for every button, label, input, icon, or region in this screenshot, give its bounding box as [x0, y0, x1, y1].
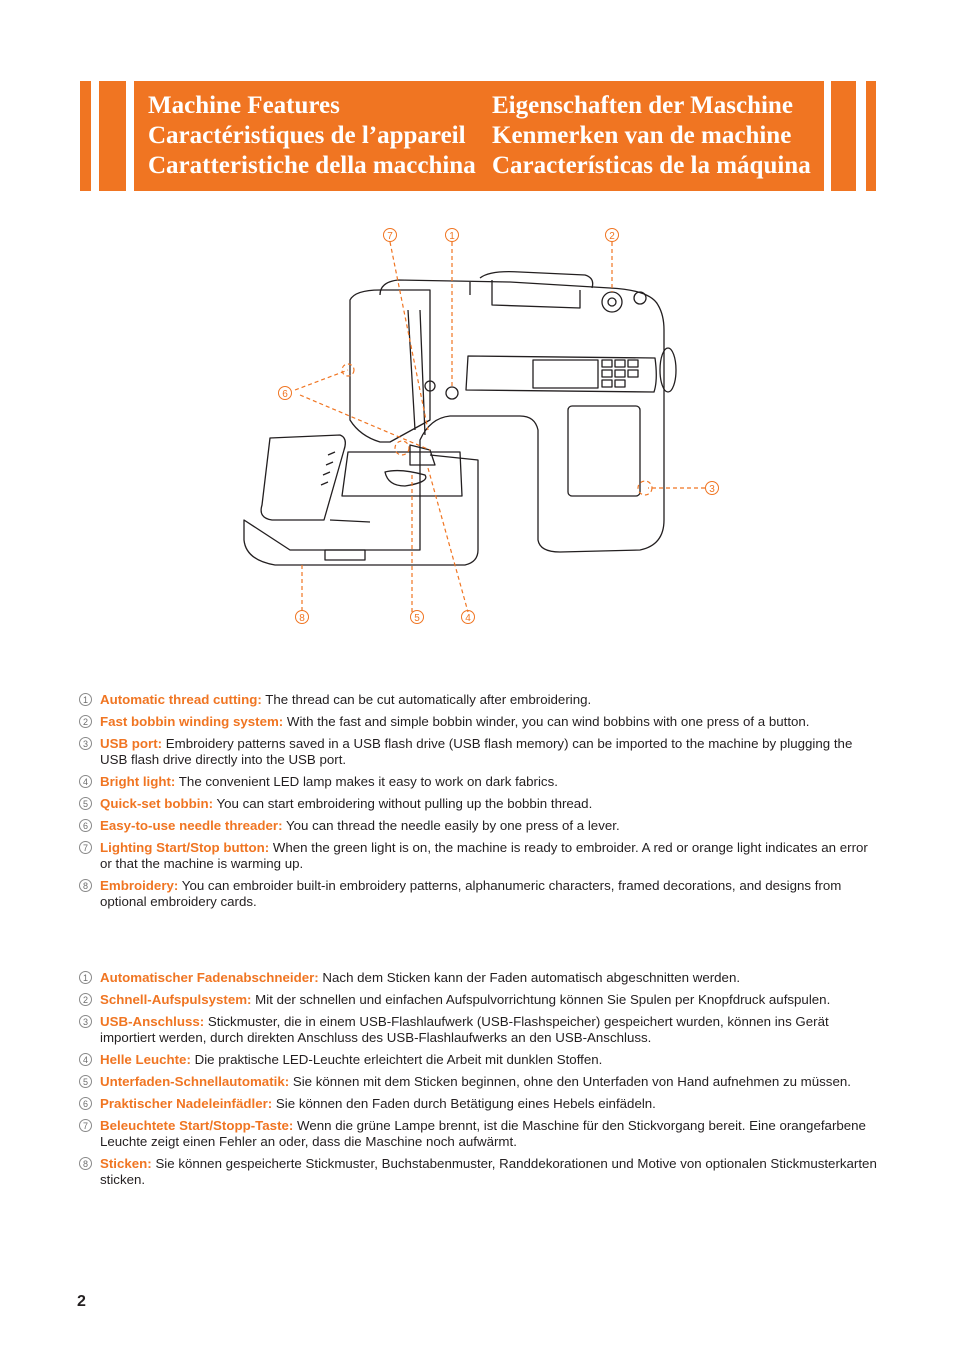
needle-bar	[407, 309, 426, 436]
embroidery-frame	[341, 451, 463, 497]
callout-5-label: 5	[414, 613, 420, 624]
lcd-screen	[532, 359, 599, 389]
callout-8: 8	[295, 610, 309, 624]
callout-2: 2	[605, 228, 619, 242]
embroidery-arm	[260, 434, 346, 521]
callout-1-label: 1	[449, 231, 455, 242]
header-bar-left-inner	[99, 81, 126, 191]
title-it: Caratteristiche della macchina	[148, 152, 476, 179]
title-column-left: Machine Features Caractéristiques de l’a…	[148, 91, 476, 181]
needle-plate	[384, 469, 427, 487]
page-number: 2	[77, 1293, 86, 1310]
callout-7-label: 7	[387, 231, 393, 242]
display-frame	[465, 355, 657, 393]
header-bar-right-outer	[866, 81, 876, 191]
machine-top-handle	[469, 270, 594, 309]
presser-foot	[409, 444, 436, 466]
bobbin-winder	[601, 291, 623, 313]
callout-2-label: 2	[609, 231, 615, 242]
side-panel	[567, 405, 641, 497]
callout-3: 3	[705, 481, 719, 495]
callout-6-label: 6	[282, 389, 288, 400]
callout-4: 4	[461, 610, 475, 624]
header-bar-right-inner	[831, 81, 856, 191]
callout-8-label: 8	[299, 613, 305, 624]
title-en: Machine Features	[148, 92, 340, 119]
title-es: Características de la máquina	[492, 152, 811, 179]
callout-5: 5	[410, 610, 424, 624]
start-stop-button	[445, 386, 459, 400]
handwheel	[659, 347, 677, 393]
title-de: Eigenschaften der Maschine	[492, 92, 793, 119]
title-nl: Kenmerken van de machine	[492, 122, 792, 149]
machine-body	[243, 279, 665, 566]
keypad	[601, 359, 639, 388]
callout-6: 6	[278, 386, 292, 400]
header-banner: Machine Features Caractéristiques de l’a…	[134, 81, 824, 191]
callout-1: 1	[445, 228, 459, 242]
machine-illustration: 7 1 2 6 3 8 5 4	[243, 228, 719, 624]
title-fr: Caractéristiques de l’appareil	[148, 122, 466, 149]
machine-arm	[349, 289, 431, 443]
header-bar-left-outer	[80, 81, 91, 191]
callout-4-label: 4	[465, 613, 471, 624]
embroidery-unit-slot	[324, 549, 366, 561]
callout-3-label: 3	[709, 484, 715, 495]
title-column-right: Eigenschaften der Maschine Kenmerken van…	[492, 91, 811, 181]
callout-7: 7	[383, 228, 397, 242]
